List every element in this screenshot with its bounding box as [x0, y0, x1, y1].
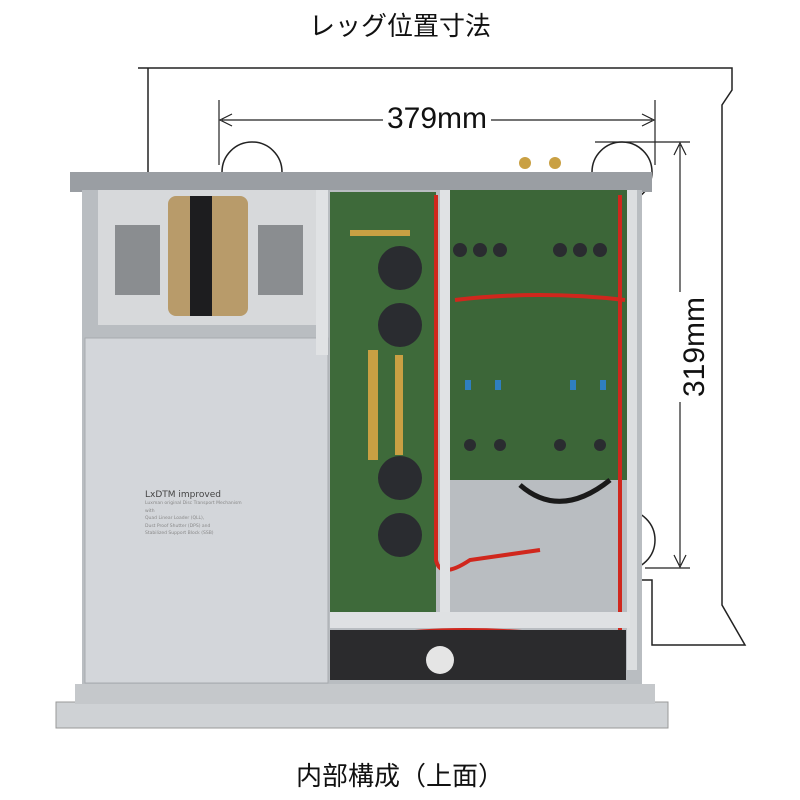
cover-label-line: with: [145, 508, 155, 514]
cover-label-line: Quad Linear Loader (QLL),: [145, 516, 205, 521]
width-dimension-label: 379mm: [383, 102, 492, 136]
cover-label: LxDTM improved Luxman original Disc Tran…: [145, 490, 242, 538]
depth-dimension-label: 319mm: [678, 292, 712, 402]
cover-label-line: Stabilized Support Block (SSB): [145, 531, 214, 536]
device-chassis: [55, 157, 669, 729]
cover-label-line: Luxman original Disc Transport Mechanism: [145, 501, 242, 506]
leg-position-title: レッグ位置寸法: [308, 12, 491, 42]
cover-label-heading: LxDTM improved: [145, 490, 221, 500]
cover-label-line: Dust Proof Shutter (DPS) and: [145, 523, 211, 529]
internal-layout-caption: 内部構成（上面）: [295, 762, 504, 792]
